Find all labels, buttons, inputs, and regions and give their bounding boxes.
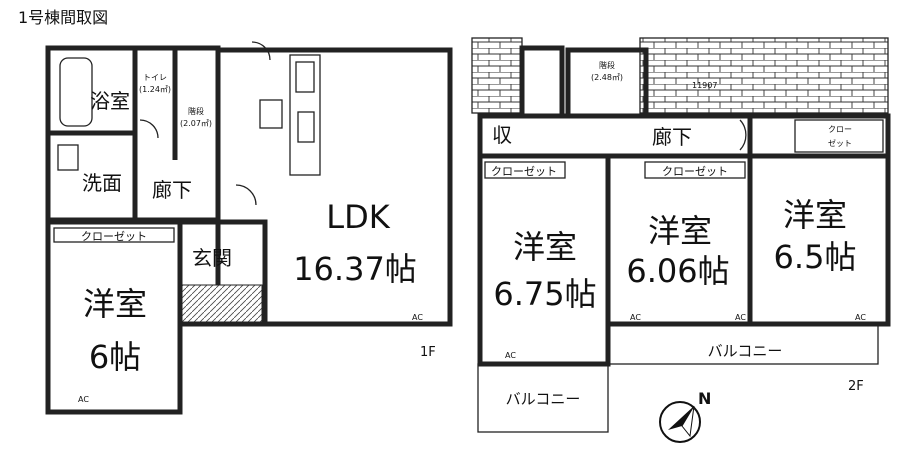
stove — [295, 61, 315, 93]
room-label-stairs-2f: 階段 — [599, 60, 615, 70]
door-swing — [251, 41, 271, 61]
room-size-western: 6帖 — [89, 338, 141, 376]
balcony-1 — [607, 323, 879, 365]
room-size-room2: 6.06帖 — [626, 252, 729, 290]
wash-basin — [57, 144, 79, 171]
room-label-bath: 浴室 — [90, 89, 130, 113]
floor-2: 収 廊下 クローゼット クローゼット クロー ゼット 洋室 6.75帖 洋室 6… — [471, 37, 891, 433]
entrance-tiles — [181, 284, 263, 323]
bathtub — [59, 57, 93, 127]
room-label-storage: 収 — [492, 123, 512, 147]
north-arrow-icon: N — [659, 389, 711, 443]
roof-tiles-left — [471, 37, 523, 114]
floor-label-2f: 2F — [848, 379, 864, 394]
ac-label: AC — [855, 313, 866, 322]
room-label-room3: 洋室 — [783, 196, 847, 234]
ac-label: AC — [630, 313, 641, 322]
room-label-closet-2f-3: クロー — [828, 125, 852, 134]
room-label-ldk: LDK — [326, 198, 390, 236]
room-label-stairs: 階段 — [188, 106, 204, 116]
room-label-balcony-2: バルコニー — [506, 390, 581, 408]
room-area-toilet: (1.24㎡) — [139, 85, 171, 94]
room-label-room2: 洋室 — [648, 212, 712, 250]
entrance-wall — [177, 219, 268, 327]
room-area-stairs-2f: (2.48㎡) — [591, 73, 623, 82]
floor-label-1f: 1F — [420, 345, 436, 360]
room-label-closet-2f-1: クローゼット — [491, 165, 557, 178]
room-label-closet-2f-3b: ゼット — [828, 138, 852, 148]
ac-label: AC — [505, 351, 516, 360]
room-label-entrance: 玄関 — [192, 246, 232, 270]
room-label-toilet: トイレ — [143, 73, 167, 82]
room-label-balcony-1: バルコニー — [708, 342, 783, 360]
dimension-label: 11907 — [692, 81, 717, 90]
ac-label: AC — [735, 313, 746, 322]
room-label-hallway-2f: 廊下 — [652, 125, 692, 149]
kitchen-counter — [289, 54, 321, 176]
room-size-ldk: 16.37帖 — [293, 250, 417, 288]
room-size-room1: 6.75帖 — [493, 275, 596, 313]
balcony-2 — [477, 363, 609, 433]
room-label-closet-2f-2: クローゼット — [662, 165, 728, 178]
ldk-wall — [215, 47, 453, 327]
room-label-western: 洋室 — [83, 285, 147, 323]
floor-1: 浴室 洗面 廊下 クローゼット 洋室 6帖 玄関 LDK 16.37帖 トイレ … — [45, 41, 453, 415]
ac-label: AC — [78, 395, 89, 404]
room-label-room1: 洋室 — [513, 228, 577, 266]
room-label-hallway: 廊下 — [152, 178, 192, 202]
room-size-room3: 6.5帖 — [774, 238, 857, 276]
room-area-stairs: (2.07㎡) — [180, 119, 212, 128]
compass-label: N — [698, 389, 711, 408]
room-label-closet: クローゼット — [81, 230, 147, 243]
sink — [259, 99, 283, 129]
closet-1f — [53, 227, 175, 243]
ac-label: AC — [412, 313, 423, 322]
roof-tiles-right — [639, 37, 889, 114]
plan-title: 1号棟間取図 — [18, 8, 108, 27]
room-label-washroom: 洗面 — [82, 171, 122, 195]
stairs-2f-wall — [565, 47, 649, 119]
